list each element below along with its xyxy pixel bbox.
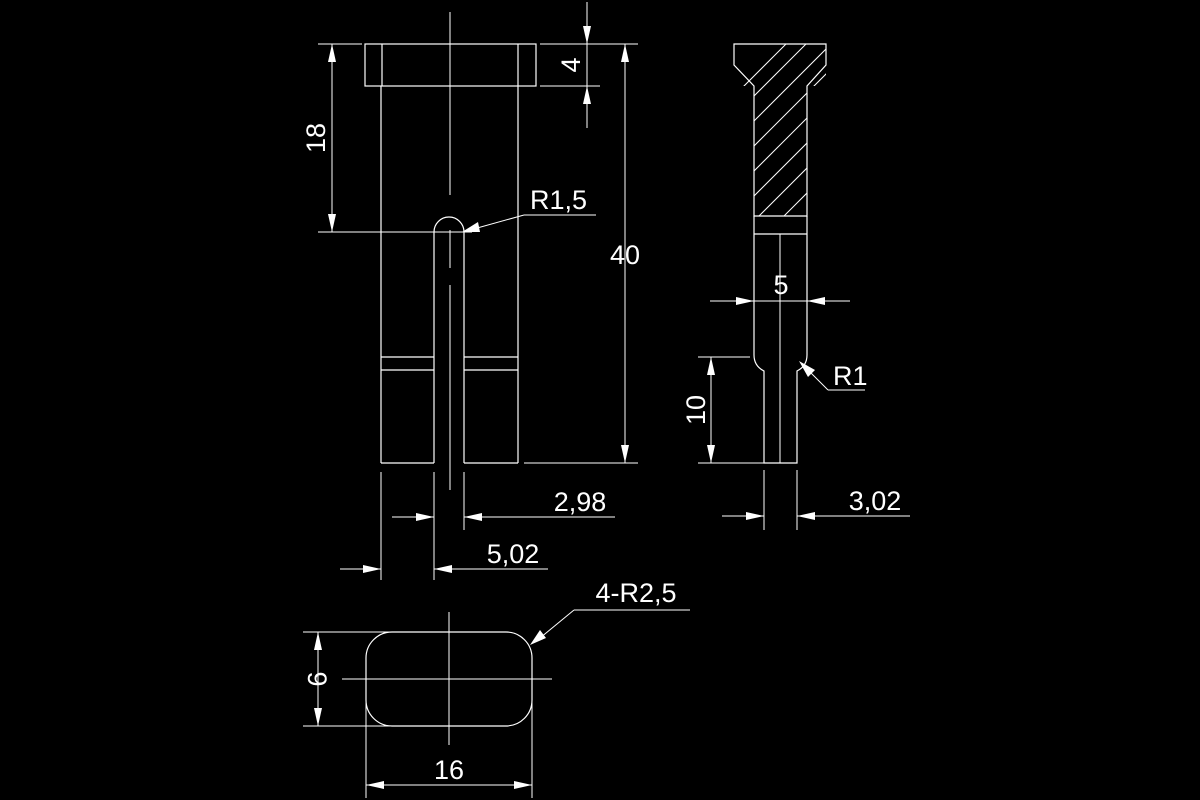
dim-10-label: 10 [681,395,711,425]
dim-5-02: 5,02 [340,472,548,580]
dim-9-label: 9 [302,671,332,686]
section-hatch [734,44,826,216]
side-view [733,43,827,464]
dim-2-98-label: 2,98 [554,487,607,517]
dim-5: 5 [710,270,850,305]
dim-5-label: 5 [773,270,788,300]
top-view [342,612,552,745]
dim-18: 18 [301,43,472,233]
dim-2-98: 2,98 [392,472,615,580]
dim-r2-5: 4-R2,5 [530,578,690,645]
dim-r1-5-label: R1,5 [530,185,587,215]
front-slot [433,216,465,463]
dim-40-label: 40 [610,240,640,270]
dim-5-02-label: 5,02 [487,539,540,569]
dimensions: 18 4 40 R1,5 [301,2,910,798]
dim-3-02: 3,02 [722,470,910,530]
dim-4-label: 4 [556,57,586,72]
dim-9: 9 [302,631,392,727]
dim-r1-label: R1 [833,361,868,391]
dim-16-label: 16 [434,755,464,785]
dim-3-02-label: 3,02 [849,486,902,516]
dim-4: 4 [540,2,600,128]
dim-r2-5-label: 4-R2,5 [595,578,676,608]
dim-r1-5: R1,5 [462,185,596,232]
dim-r1: R1 [799,361,868,391]
dim-10: 10 [681,356,764,464]
front-view [364,12,537,490]
dim-16: 16 [365,680,533,798]
dim-40: 40 [524,43,640,464]
dim-18-label: 18 [301,123,331,153]
